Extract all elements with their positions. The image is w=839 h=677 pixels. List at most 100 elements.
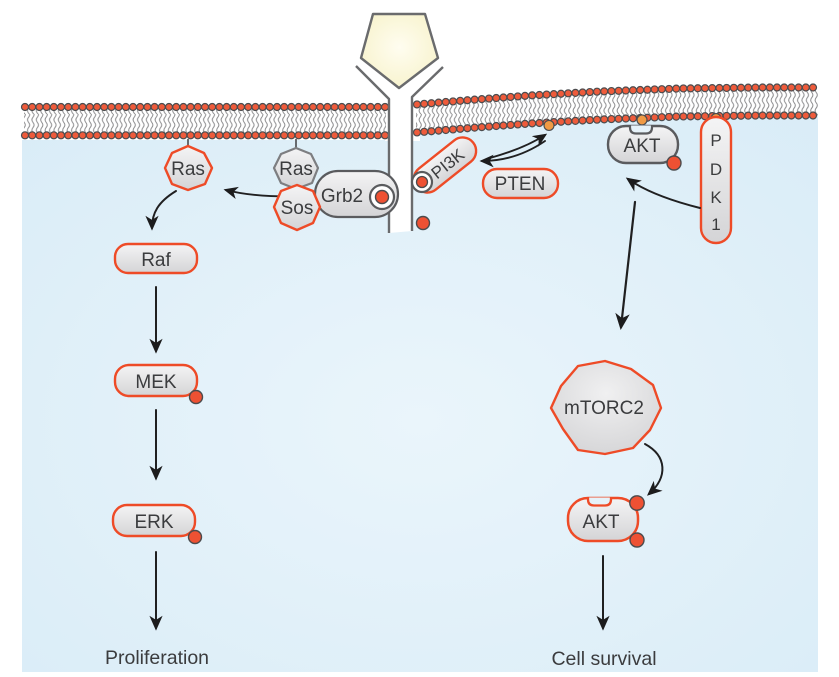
lipid-head-icon	[772, 111, 782, 120]
receptor-stem-channel	[389, 96, 412, 233]
lipid-head-icon	[420, 127, 429, 136]
lipid-head-icon	[56, 102, 66, 112]
lipid-head-icon	[294, 131, 303, 140]
lipid-head-icon	[121, 102, 130, 112]
lipid-head-icon	[186, 131, 195, 140]
lipid-head-icon	[801, 111, 810, 120]
proliferation-label: Proliferation	[105, 647, 209, 669]
lipid-head-icon	[244, 102, 253, 112]
lipid-head-icon	[672, 84, 681, 93]
lipid-head-icon	[92, 131, 102, 140]
lipid-head-icon	[359, 131, 368, 140]
lipid-head-icon	[330, 102, 339, 112]
lipid-head-icon	[186, 102, 195, 112]
lipid-head-icon	[513, 120, 522, 129]
lipid-head-icon	[679, 84, 688, 93]
lipid-head-icon	[316, 102, 325, 112]
lipid-head-icon	[20, 131, 30, 140]
pdk1-letter-p: P	[710, 131, 721, 150]
lipid-head-icon	[337, 131, 346, 140]
lipid-head-icon	[477, 123, 486, 132]
lipid-head-icon	[78, 131, 87, 140]
lipid-head-icon	[492, 93, 501, 103]
lipid-head-icon	[535, 118, 544, 128]
lipid-head-icon	[71, 102, 80, 112]
arrow-mtorc2-to-akt	[644, 443, 664, 496]
lipid-head-icon	[650, 113, 659, 122]
pip3-head-icon	[636, 114, 648, 126]
pdk1-letter-d: D	[710, 160, 722, 179]
lipid-head-icon	[628, 86, 638, 95]
lipid-head-icon	[107, 131, 116, 140]
lipid-head-icon	[301, 102, 310, 112]
arrow-pdk1-to-akt	[625, 177, 701, 209]
akt-phospho-dot	[666, 155, 682, 171]
lipid-head-icon	[736, 111, 746, 120]
lipid-head-icon	[801, 83, 810, 92]
lipid-head-icon	[672, 112, 681, 121]
lipid-head-icon	[564, 117, 573, 126]
lipid-head-icon	[272, 131, 282, 140]
lipid-head-icon	[772, 83, 782, 92]
lipid-head-icon	[535, 90, 544, 100]
lipid-head-icon	[136, 131, 145, 140]
lipid-head-icon	[484, 94, 494, 103]
lipid-head-icon	[265, 102, 274, 112]
lipid-head-icon	[280, 131, 289, 140]
lipid-head-icon	[172, 102, 181, 112]
lipid-head-icon	[272, 102, 282, 112]
lipid-head-icon	[628, 114, 638, 123]
lipid-head-icon	[456, 96, 465, 105]
cell-survival-label: Cell survival	[551, 648, 656, 670]
pip3-head-icon	[543, 119, 555, 132]
lipid-head-icon	[258, 102, 267, 112]
lipid-head-icon	[556, 117, 566, 126]
lipid-head-icon	[208, 131, 217, 140]
lipid-head-icon	[344, 102, 354, 112]
pdk1-letter-1: 1	[711, 215, 720, 234]
lipid-head-icon	[294, 102, 303, 112]
lipid-head-icon	[179, 131, 188, 140]
mek-node	[113, 363, 199, 398]
lipid-head-icon	[323, 131, 332, 140]
lipid-head-icon	[265, 131, 274, 140]
lipid-head-icon	[208, 102, 217, 112]
akt-membrane-notch	[628, 125, 654, 135]
lipid-head-icon	[236, 102, 246, 112]
lipid-head-icon	[380, 131, 390, 140]
lipid-head-icon	[751, 83, 760, 92]
lipid-head-icon	[359, 102, 368, 112]
lipid-head-icon	[193, 102, 202, 112]
akt-cytosol-phospho-dot-top	[629, 495, 645, 511]
lipid-head-icon	[657, 113, 666, 122]
sos-label: Sos	[281, 198, 314, 219]
lipid-head-icon	[650, 85, 659, 94]
lipid-head-icon	[287, 102, 296, 112]
lipid-head-icon	[301, 131, 310, 140]
lipid-head-icon	[578, 116, 587, 125]
lipid-head-icon	[215, 131, 224, 140]
lipid-head-icon	[71, 131, 80, 140]
lipid-head-icon	[780, 111, 789, 120]
lipid-head-icon	[323, 102, 332, 112]
ligand-pentagon-icon	[359, 12, 440, 90]
lipid-head-icon	[143, 131, 152, 140]
lipid-head-icon	[258, 131, 267, 140]
lipid-head-icon	[528, 119, 537, 128]
pten-label: PTEN	[495, 174, 546, 195]
lipid-head-icon	[492, 121, 501, 131]
lipid-head-icon	[280, 102, 289, 112]
lipid-head-icon	[344, 131, 354, 140]
lipid-head-icon	[412, 128, 422, 137]
lipid-head-icon	[366, 131, 375, 140]
lipid-head-icon	[441, 97, 450, 107]
lipid-head-icon	[78, 102, 87, 112]
lipid-head-icon	[715, 83, 724, 93]
mek-phospho-dot	[188, 389, 204, 405]
lipid-head-icon	[693, 112, 702, 121]
arrow-pip3-to-pip2	[479, 140, 546, 168]
lipid-head-icon	[42, 131, 51, 140]
lipid-head-icon	[722, 83, 731, 93]
lipid-head-icon	[412, 100, 422, 109]
lipid-head-icon	[222, 131, 231, 140]
